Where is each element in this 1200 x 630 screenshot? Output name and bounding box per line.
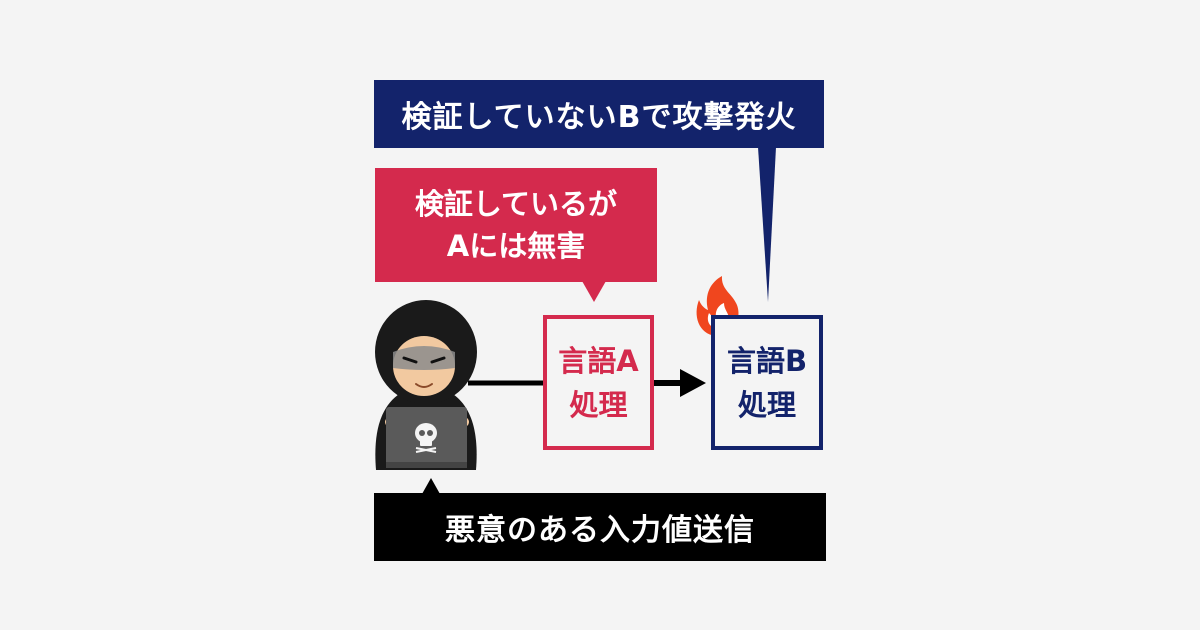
top-callout-tail bbox=[758, 147, 776, 302]
malicious-input-text: 悪意のある入力値送信 bbox=[445, 513, 755, 548]
bottom-callout-tail bbox=[422, 478, 440, 494]
language-b-subtitle: 処理 bbox=[737, 387, 796, 422]
language-b-title: 言語B bbox=[726, 343, 808, 378]
mid-callout-tail bbox=[582, 281, 606, 302]
tested-harmless-line1: 検証しているが bbox=[414, 187, 618, 221]
untested-attack-callout: 検証していないBで攻撃発火 bbox=[374, 80, 824, 148]
malicious-input-callout: 悪意のある入力値送信 bbox=[374, 493, 826, 561]
skull-icon bbox=[415, 423, 437, 453]
tested-harmless-callout: 検証しているが Aには無害 bbox=[375, 168, 657, 282]
hacker-icon bbox=[375, 300, 477, 470]
language-a-subtitle: 処理 bbox=[569, 387, 628, 422]
language-a-processor: 言語A 処理 bbox=[543, 315, 654, 450]
language-b-processor: 言語B 処理 bbox=[711, 315, 823, 450]
tested-harmless-line2: Aには無害 bbox=[446, 229, 586, 263]
untested-attack-text: 検証していないBで攻撃発火 bbox=[401, 100, 797, 135]
arrow-head bbox=[680, 369, 706, 397]
language-a-title: 言語A bbox=[558, 343, 639, 378]
